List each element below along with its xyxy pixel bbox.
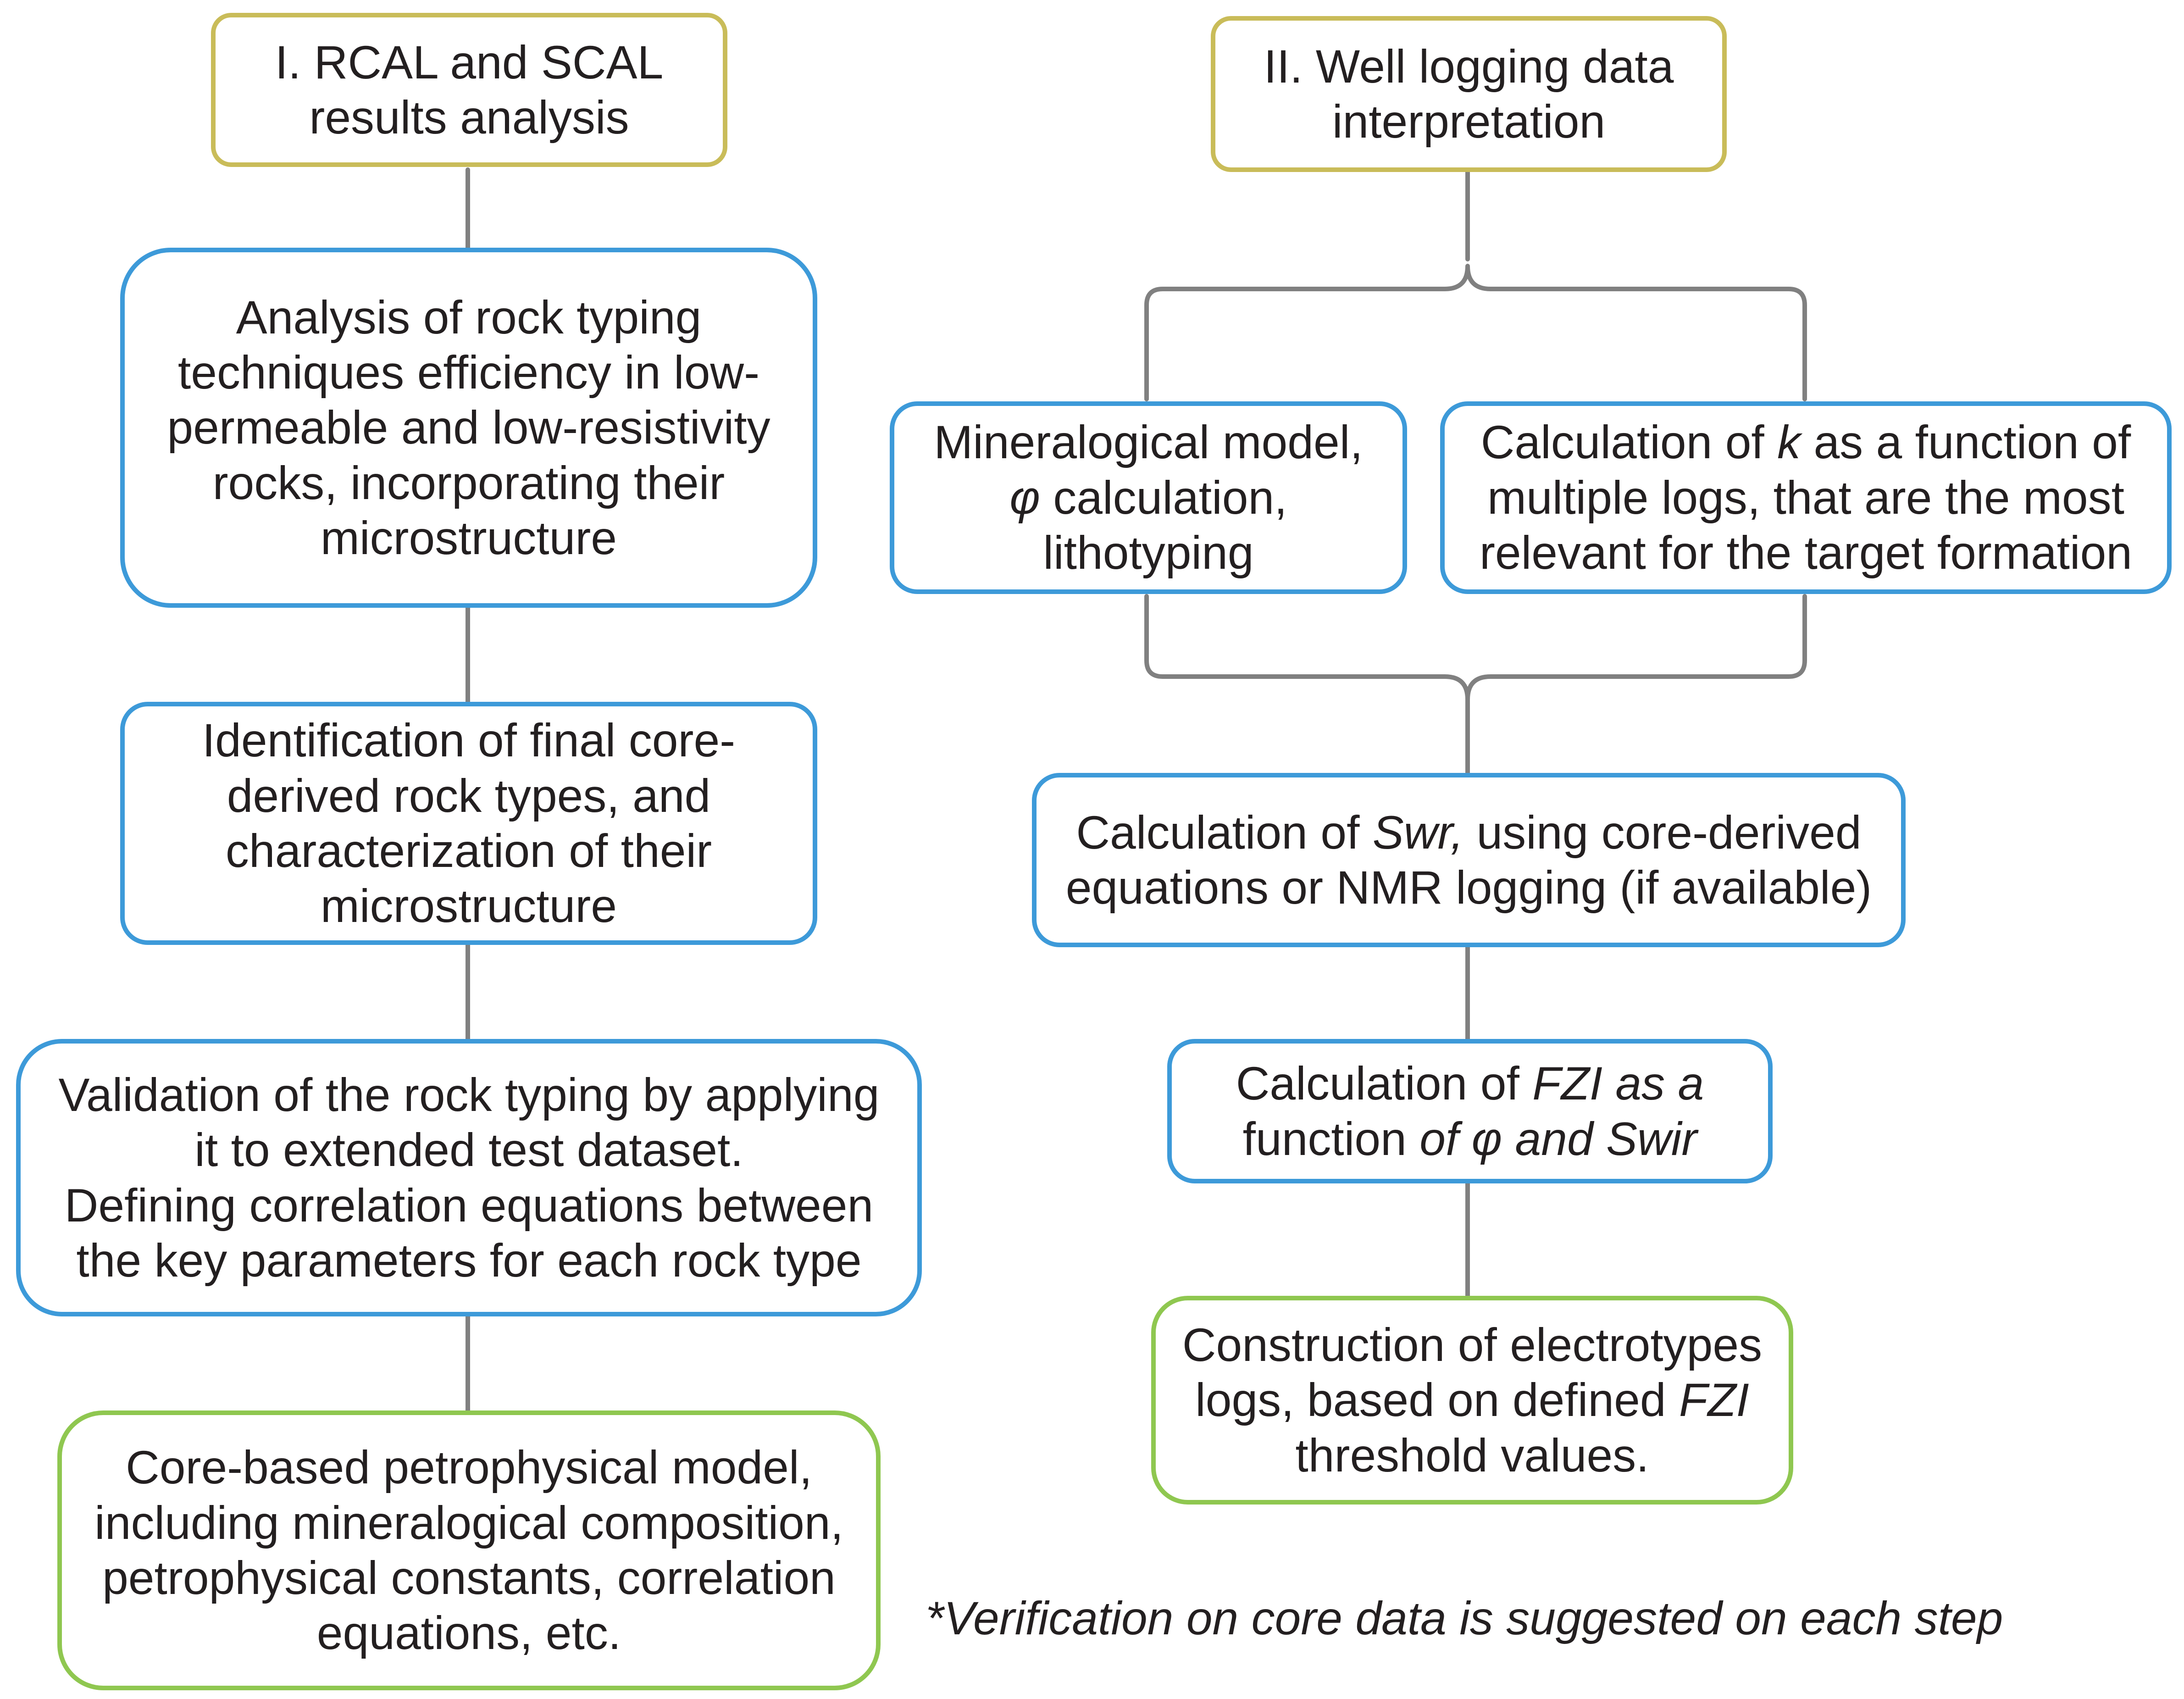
rock-typing-validation-line-1: Validation of the rock typing by applyin… [58, 1068, 880, 1121]
fzi-calculation-line-1: Calculation of FZI as a [1236, 1057, 1704, 1110]
mineralogical-model-line-3: lithotyping [1043, 527, 1254, 579]
permeability-calculation-line-3: relevant for the target formation [1479, 527, 2133, 579]
electrotypes-logs-box: Construction of electrotypes logs, based… [1151, 1296, 1793, 1505]
left-header-box: I. RCAL and SCAL results analysis [211, 13, 727, 167]
core-petrophysical-model-line-3: petrophysical constants, correlation [102, 1552, 836, 1604]
split-bracket [1144, 264, 1807, 401]
rock-typing-analysis-line-4: rocks, incorporating their [212, 456, 725, 509]
rock-typing-analysis-line-2: techniques efficiency in low- [177, 346, 760, 399]
core-petrophysical-model-line-2: including mineralogical composition, [94, 1496, 843, 1549]
permeability-calculation-line-2: multiple logs, that are the most [1487, 471, 2124, 524]
rock-typing-validation-line-3: Defining correlation equations between [64, 1179, 874, 1232]
permeability-calculation-box: Calculation of k as a function of multip… [1440, 401, 2172, 594]
right-header-box: II. Well logging data interpretation [1211, 16, 1727, 172]
merge-bracket [1144, 594, 1807, 702]
rock-typing-validation-box: Validation of the rock typing by applyin… [16, 1039, 922, 1316]
mineralogical-model-line-1: Mineralogical model, [934, 416, 1363, 469]
swr-symbol: Swr, [1372, 806, 1464, 859]
electrotypes-logs-line-2: logs, based on defined FZI [1195, 1374, 1749, 1427]
rock-types-identification-line-1: Identification of final core- [202, 714, 736, 767]
rock-types-identification-line-2: derived rock types, and [227, 769, 711, 822]
right-header-line-1: II. Well logging data [1264, 40, 1674, 93]
phi-symbol: φ [1009, 471, 1040, 524]
rock-types-identification-line-4: microstructure [320, 880, 617, 933]
right-header-line-2: interpretation [1332, 95, 1606, 148]
swr-calculation-line-2: equations or NMR logging (if available) [1065, 861, 1872, 914]
core-petrophysical-model-box: Core-based petrophysical model, includin… [57, 1410, 881, 1690]
rock-typing-validation-line-2: it to extended test dataset. [194, 1124, 743, 1177]
rock-typing-analysis-box: Analysis of rock typing techniques effic… [120, 248, 817, 608]
rock-typing-analysis-line-3: permeable and low-resistivity [167, 401, 770, 454]
fzi-calculation-box: Calculation of FZI as a function of φ an… [1167, 1039, 1773, 1183]
k-symbol: k [1777, 416, 1801, 469]
left-header-line-1: I. RCAL and SCAL [275, 36, 664, 89]
core-petrophysical-model-line-1: Core-based petrophysical model, [126, 1441, 812, 1494]
rock-typing-analysis-line-1: Analysis of rock typing [236, 291, 702, 344]
mineralogical-model-box: Mineralogical model, φ calculation, lith… [890, 401, 1407, 594]
left-header-line-2: results analysis [309, 91, 629, 144]
electrotypes-logs-line-1: Construction of electrotypes [1182, 1318, 1763, 1371]
rock-types-identification-box: Identification of final core- derived ro… [120, 702, 817, 945]
swr-calculation-line-1: Calculation of Swr, using core-derived [1076, 806, 1862, 859]
rock-typing-validation-line-4: the key parameters for each rock type [76, 1234, 862, 1287]
permeability-calculation-line-1: Calculation of k as a function of [1480, 416, 2131, 469]
swr-calculation-box: Calculation of Swr, using core-derived e… [1032, 773, 1906, 947]
rock-types-identification-line-3: characterization of their [225, 825, 712, 877]
mineralogical-model-line-2: φ calculation, [1009, 471, 1287, 524]
rock-typing-analysis-line-5: microstructure [320, 512, 617, 565]
fzi-calculation-line-2: function of φ and Swir [1242, 1112, 1697, 1165]
verification-footnote: *Verification on core data is suggested … [926, 1592, 2003, 1644]
electrotypes-logs-line-3: threshold values. [1295, 1429, 1649, 1482]
core-petrophysical-model-line-4: equations, etc. [316, 1607, 621, 1660]
